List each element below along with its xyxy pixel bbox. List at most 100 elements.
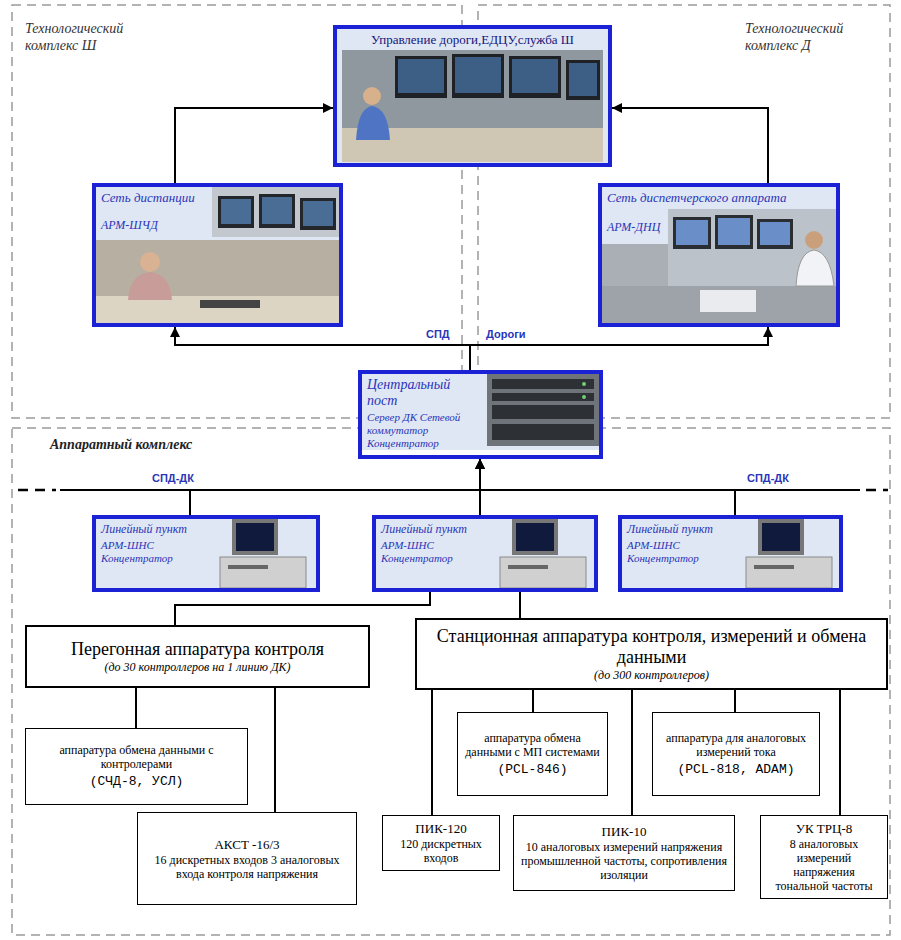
monitor bbox=[300, 198, 336, 230]
workstation-box: Управление дороги,ЕДЦУ,служба Ш bbox=[333, 25, 612, 167]
box-fill bbox=[358, 370, 603, 450]
box-text: (до 300 контроллеров) bbox=[594, 668, 709, 683]
monitor bbox=[395, 56, 447, 98]
photo-ground bbox=[342, 50, 603, 162]
box-title: ПИК-10 bbox=[602, 824, 647, 840]
screen bbox=[569, 63, 597, 96]
bus-line-dashed bbox=[866, 489, 888, 492]
desk bbox=[602, 286, 836, 323]
box-title: аппаратура обмена данными с МП системами bbox=[464, 731, 601, 759]
person-body bbox=[356, 106, 390, 140]
connector-arrow bbox=[519, 592, 521, 618]
workstation-box: Линейный пунктАРМ-ШНС Концентратор bbox=[618, 515, 843, 592]
box-title: Центральный пост bbox=[367, 377, 467, 409]
keyboard bbox=[200, 300, 260, 308]
region-outline bbox=[478, 5, 890, 418]
printer bbox=[700, 290, 756, 312]
box-title: аппаратура для аналоговых измерений тока bbox=[659, 731, 813, 759]
box-title: Линейный пункт bbox=[627, 522, 739, 536]
photo-ground bbox=[96, 240, 339, 323]
box-title: Сеть дистанции bbox=[101, 190, 211, 205]
screen bbox=[262, 197, 292, 224]
server-rack bbox=[487, 374, 599, 446]
drive-slot bbox=[754, 565, 794, 569]
box-text: АРМ-ШЧД bbox=[101, 218, 171, 232]
device-box: ПИК-1010 аналоговых измерений напряжения… bbox=[513, 815, 735, 891]
rack-unit bbox=[492, 393, 594, 401]
screen bbox=[762, 523, 800, 551]
connector-arrow bbox=[431, 690, 433, 815]
connector-label: Дороги bbox=[484, 328, 527, 341]
box-text: Сервер ДК Сетевой коммутатор Концентрато… bbox=[367, 411, 479, 450]
workstation-box: Линейный пунктАРМ-ШНС Концентратор bbox=[92, 515, 320, 592]
monitor bbox=[758, 519, 804, 555]
screen bbox=[516, 523, 554, 551]
box-title: Линейный пункт bbox=[101, 522, 213, 536]
connector-arrow bbox=[175, 108, 333, 183]
monitor bbox=[218, 196, 254, 228]
box-fill bbox=[92, 515, 320, 592]
workstation-box: Линейный пунктАРМ-ШНС Концентратор bbox=[372, 515, 598, 592]
desk bbox=[96, 296, 339, 323]
device-box: аппаратура для аналоговых измерений тока… bbox=[652, 712, 820, 796]
screen bbox=[455, 57, 501, 93]
monitor bbox=[509, 56, 561, 98]
connector-arrow bbox=[274, 688, 276, 812]
group-box: Станционная аппаратура контроля, измерен… bbox=[415, 618, 888, 690]
monitor bbox=[566, 60, 600, 100]
screen bbox=[236, 523, 274, 551]
box-text: (PCL-846) bbox=[497, 762, 567, 778]
device-box: аппаратура обмена данными с контролерами… bbox=[25, 728, 248, 805]
bus-line bbox=[735, 489, 860, 491]
screen bbox=[718, 218, 750, 245]
group-box: Перегонная аппаратура контроля(до 30 кон… bbox=[25, 625, 370, 688]
workstation-box: Сеть дистанцииАРМ-ШЧД bbox=[92, 183, 343, 327]
box-text: 16 дискретных входов 3 аналоговых входа … bbox=[144, 853, 350, 881]
rack-unit bbox=[492, 424, 594, 440]
person-body bbox=[128, 272, 172, 300]
monitor bbox=[673, 217, 711, 249]
bus-line-dashed bbox=[18, 489, 56, 492]
device-box: аппаратура обмена данными с МП системами… bbox=[457, 712, 608, 796]
connector-arrow bbox=[612, 108, 768, 183]
server-box: Центральный постСервер ДК Сетевой коммут… bbox=[358, 370, 603, 459]
box-text: АРМ-ДНЦ bbox=[607, 220, 669, 234]
rack-unit bbox=[492, 379, 594, 389]
box-fill bbox=[372, 515, 598, 592]
screen bbox=[512, 59, 558, 93]
bus-line bbox=[60, 489, 190, 491]
screen bbox=[303, 201, 333, 226]
screen bbox=[676, 220, 708, 245]
device-box: АКСТ -16/316 дискретных входов 3 аналого… bbox=[137, 812, 357, 905]
connector-arrow bbox=[480, 459, 735, 515]
monitor bbox=[259, 194, 295, 228]
drive-slot bbox=[228, 565, 268, 569]
connector-arrow bbox=[839, 690, 841, 815]
screen bbox=[221, 199, 251, 224]
box-title: Управление дороги,ЕДЦУ,служба Ш bbox=[342, 32, 603, 47]
box-title: Перегонная аппаратура контроля bbox=[71, 639, 324, 660]
monitor bbox=[452, 54, 504, 98]
box-title: Сеть диспетчерского аппарата bbox=[607, 190, 831, 205]
connector-arrow bbox=[175, 592, 430, 625]
monitor bbox=[232, 519, 278, 555]
connector-arrow bbox=[190, 459, 480, 515]
region-label: Технологический комплекс Ш bbox=[25, 20, 165, 54]
box-fill bbox=[333, 25, 612, 167]
connector-label: СПД-ДК bbox=[745, 472, 791, 485]
box-text: 10 аналоговых измерений напряжения промы… bbox=[520, 840, 728, 882]
box-text: (до 30 контроллеров на 1 линию ДК) bbox=[104, 660, 290, 675]
connector-arrow bbox=[631, 690, 633, 815]
box-text: 120 дискретных входов bbox=[389, 837, 493, 865]
connector-arrow bbox=[532, 690, 534, 712]
person-head bbox=[363, 87, 381, 105]
workstation-box: Сеть диспетчерского аппаратаАРМ-ДНЦ bbox=[598, 183, 840, 327]
box-title: Линейный пункт bbox=[381, 522, 493, 536]
screen bbox=[760, 222, 790, 245]
connector-label: СПД-ДК bbox=[150, 472, 196, 485]
box-fill bbox=[92, 183, 343, 327]
connector-arrow bbox=[470, 327, 768, 370]
box-text: АРМ-ШНС Концентратор bbox=[627, 539, 722, 565]
box-fill bbox=[598, 183, 840, 327]
